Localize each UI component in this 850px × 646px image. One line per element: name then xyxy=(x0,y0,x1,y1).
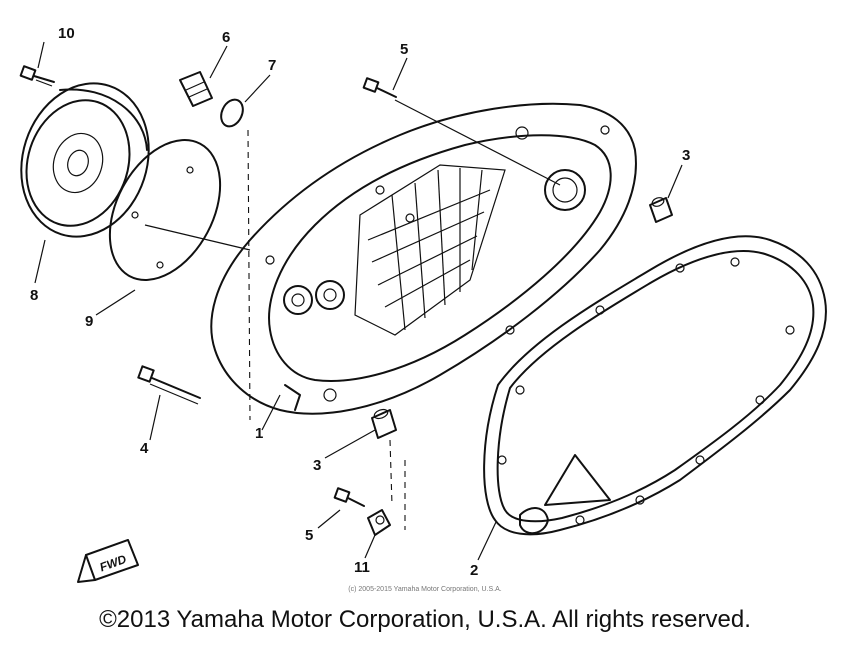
dowel-pin-part-3-bottom xyxy=(371,408,397,439)
dowel-pin-part-3-right xyxy=(649,197,673,223)
parts-diagram: FWD 10 6 7 5 3 8 9 1 4 3 5 11 2 xyxy=(19,25,827,583)
round-gasket-part-9 xyxy=(108,139,222,281)
callout-9: 9 xyxy=(85,313,93,330)
crankcase-cover-part-1 xyxy=(210,102,637,415)
callout-11: 11 xyxy=(354,559,370,576)
clamp-part-11 xyxy=(367,509,391,536)
o-ring-part-7 xyxy=(220,98,244,128)
long-bolt-part-4 xyxy=(137,365,201,405)
small-copyright: (c) 2005-2015 Yamaha Motor Corporation, … xyxy=(348,586,502,593)
fwd-label: FWD xyxy=(98,552,129,575)
bolt-part-5-top xyxy=(362,77,397,98)
callout-5-bottom: 5 xyxy=(305,527,313,544)
fwd-arrow-icon: FWD xyxy=(77,539,139,583)
cover-grille xyxy=(354,164,506,336)
plug-part-6 xyxy=(179,71,213,107)
callout-6: 6 xyxy=(222,29,230,46)
callout-1: 1 xyxy=(255,425,263,442)
callout-5-top: 5 xyxy=(400,41,408,58)
callout-2: 2 xyxy=(470,562,478,579)
copyright-notice: ©2013 Yamaha Motor Corporation, U.S.A. A… xyxy=(99,606,751,633)
round-cover-part-8 xyxy=(20,82,150,238)
screw-part-10 xyxy=(19,65,55,87)
callout-3-right: 3 xyxy=(682,147,690,164)
callout-10: 10 xyxy=(58,25,75,42)
callout-3-bottom: 3 xyxy=(313,457,321,474)
callout-4: 4 xyxy=(140,440,149,457)
callout-7: 7 xyxy=(268,57,276,74)
gasket-part-2 xyxy=(483,235,827,536)
callout-8: 8 xyxy=(30,287,38,304)
bolt-part-5-bottom xyxy=(333,487,365,507)
